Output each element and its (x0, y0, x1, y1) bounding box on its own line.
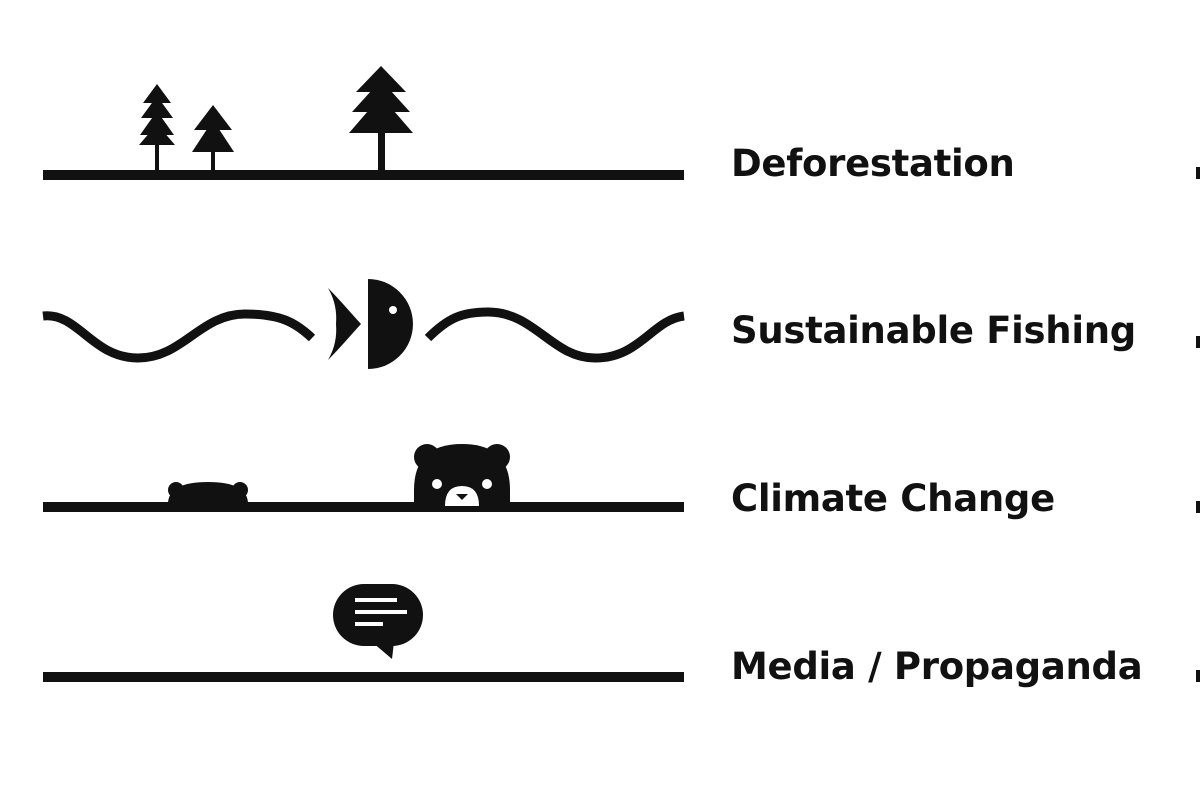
ground-line (43, 170, 684, 180)
climate-illustration (43, 444, 684, 512)
edge-mark (1196, 670, 1200, 682)
tree-icon (192, 105, 234, 172)
bear-icon (414, 444, 510, 506)
ground-line (43, 502, 684, 512)
wave-line-left (42, 309, 316, 363)
edge-mark (1196, 336, 1200, 348)
label-media-propaganda: Media / Propaganda (731, 645, 1143, 688)
label-climate-change: Climate Change (731, 477, 1055, 520)
edge-mark (1196, 501, 1200, 513)
deforestation-illustration (43, 66, 684, 180)
tree-icon (139, 84, 175, 172)
speech-bubble-icon (333, 584, 423, 659)
wave-line-right (424, 307, 685, 363)
fish-icon (328, 279, 413, 369)
label-deforestation: Deforestation (731, 142, 1015, 185)
edge-mark (1196, 167, 1200, 179)
media-illustration (43, 584, 684, 682)
bear-ears-icon (168, 482, 248, 504)
fishing-illustration (42, 279, 685, 369)
tree-icon (349, 66, 413, 172)
label-sustainable-fishing: Sustainable Fishing (731, 309, 1136, 352)
ground-line (43, 672, 684, 682)
